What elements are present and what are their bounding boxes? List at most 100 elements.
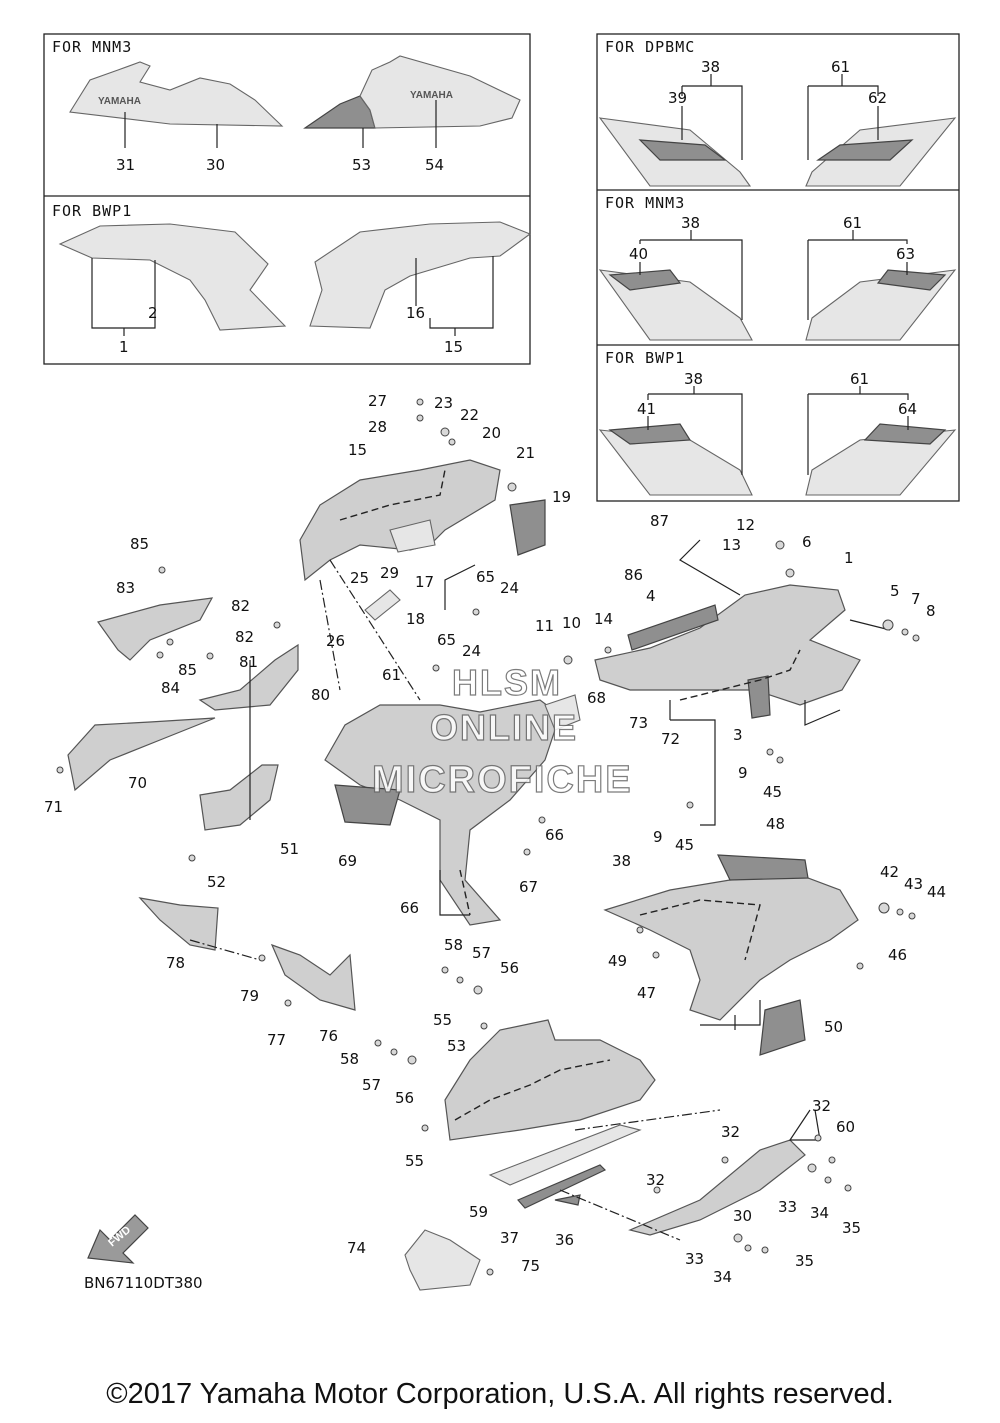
callout-16: 16 <box>406 304 425 322</box>
callout-64: 64 <box>898 400 917 418</box>
panel-19[interactable] <box>509 499 546 556</box>
callout-43: 43 <box>904 875 923 893</box>
strip-36[interactable] <box>554 1194 581 1206</box>
callout-79: 79 <box>240 987 259 1005</box>
callout-10: 10 <box>562 614 581 632</box>
panel-48[interactable] <box>717 854 809 881</box>
side-cowling-right[interactable] <box>594 584 861 706</box>
callout-45-a: 45 <box>763 783 782 801</box>
callout-55-a: 55 <box>433 1011 452 1029</box>
callout-78: 78 <box>166 954 185 972</box>
callout-46: 46 <box>888 946 907 964</box>
callout-1: 1 <box>119 338 129 356</box>
callout-13: 13 <box>722 536 741 554</box>
callout-68: 68 <box>587 689 606 707</box>
callout-48: 48 <box>766 815 785 833</box>
callout-20: 20 <box>482 424 501 442</box>
duct-cover[interactable] <box>389 519 436 553</box>
cowling-left-bwp1[interactable] <box>58 223 287 331</box>
callout-85-b: 85 <box>178 661 197 679</box>
side-cover-left-mnm3[interactable] <box>69 61 284 127</box>
callout-21: 21 <box>516 444 535 462</box>
inset-label-dpbmc: FOR DPBMC <box>605 38 695 56</box>
side-cover-right-mnm3[interactable] <box>359 55 521 129</box>
callout-32-a: 32 <box>812 1097 831 1115</box>
callout-54: 54 <box>425 156 444 174</box>
inner-panel-69[interactable] <box>334 784 401 826</box>
callout-50: 50 <box>824 1018 843 1036</box>
callout-76: 76 <box>319 1027 338 1045</box>
under-cowl-30[interactable] <box>628 1139 806 1236</box>
bracket-51[interactable] <box>199 764 279 831</box>
callout-55-b: 55 <box>405 1152 424 1170</box>
panel-80[interactable] <box>198 643 299 711</box>
callout-72: 72 <box>661 730 680 748</box>
decal-r-left-mnm3[interactable] <box>608 269 682 291</box>
callout-44: 44 <box>927 883 946 901</box>
callout-32-c: 32 <box>646 1171 665 1189</box>
callout-18: 18 <box>406 610 425 628</box>
watermark-line-1: HLSM <box>452 662 562 703</box>
callout-66-a: 66 <box>545 826 564 844</box>
decal-r-left-dpbmc[interactable] <box>638 139 727 161</box>
callout-53: 53 <box>352 156 371 174</box>
callout-3: 3 <box>733 726 743 744</box>
decal-right-bwp1[interactable] <box>863 423 947 445</box>
callout-numbers: 31 30 53 54 2 1 16 15 38 39 61 62 38 40 … <box>44 58 946 1292</box>
strip-37[interactable] <box>517 1164 607 1209</box>
callout-58-b: 58 <box>340 1050 359 1068</box>
cowling-right-bwp1[interactable] <box>309 221 532 329</box>
under-cowl-53[interactable] <box>444 1019 656 1141</box>
fasteners <box>56 398 920 1276</box>
inset-top-right: FOR DPBMC FOR MNM3 FOR BWP1 <box>596 33 960 502</box>
callout-17: 17 <box>415 573 434 591</box>
cover-68[interactable] <box>544 694 581 731</box>
side-cowling-left[interactable] <box>324 699 561 926</box>
callout-87: 87 <box>650 512 669 530</box>
panel-70[interactable] <box>67 717 216 792</box>
callout-67: 67 <box>519 878 538 896</box>
strip-59[interactable] <box>488 1124 642 1186</box>
callout-41: 41 <box>637 400 656 418</box>
callout-81: 81 <box>239 653 258 671</box>
callout-1-main: 1 <box>844 549 854 567</box>
bracket-3[interactable] <box>747 675 771 719</box>
callout-65-a: 65 <box>476 568 495 586</box>
callout-22: 22 <box>460 406 479 424</box>
side-cover-83[interactable] <box>97 597 214 661</box>
panel-18[interactable] <box>364 589 401 621</box>
panel-78[interactable] <box>138 897 219 951</box>
inset-label-bwp1: FOR BWP1 <box>52 202 132 220</box>
callout-84: 84 <box>161 679 180 697</box>
callout-83: 83 <box>116 579 135 597</box>
callout-2: 2 <box>148 304 158 322</box>
decal-left-bwp1[interactable] <box>608 423 692 445</box>
callout-80: 80 <box>311 686 330 704</box>
callout-86: 86 <box>624 566 643 584</box>
callout-24-b: 24 <box>462 642 481 660</box>
callout-69: 69 <box>338 852 357 870</box>
callout-73: 73 <box>629 714 648 732</box>
callout-61-main: 61 <box>382 666 401 684</box>
callout-38-a: 38 <box>701 58 720 76</box>
callout-38-main: 38 <box>612 852 631 870</box>
callout-56-a: 56 <box>500 959 519 977</box>
strip-4[interactable] <box>627 604 719 651</box>
panel-74[interactable] <box>404 1229 481 1291</box>
callout-75: 75 <box>521 1257 540 1275</box>
decal-r-right-dpbmc[interactable] <box>816 139 914 161</box>
callout-63: 63 <box>896 245 915 263</box>
callout-61-a: 61 <box>831 58 850 76</box>
panel-50[interactable] <box>759 999 806 1056</box>
panel-76[interactable] <box>270 943 356 1011</box>
callout-35-a: 35 <box>842 1219 861 1237</box>
inset-label-mnm3-right: FOR MNM3 <box>605 194 685 212</box>
callout-71: 71 <box>44 798 63 816</box>
front-cowling[interactable] <box>299 459 501 582</box>
callout-29: 29 <box>380 564 399 582</box>
callout-56-b: 56 <box>395 1089 414 1107</box>
callout-33-b: 33 <box>685 1250 704 1268</box>
callout-35-b: 35 <box>795 1252 814 1270</box>
callout-37: 37 <box>500 1229 519 1247</box>
